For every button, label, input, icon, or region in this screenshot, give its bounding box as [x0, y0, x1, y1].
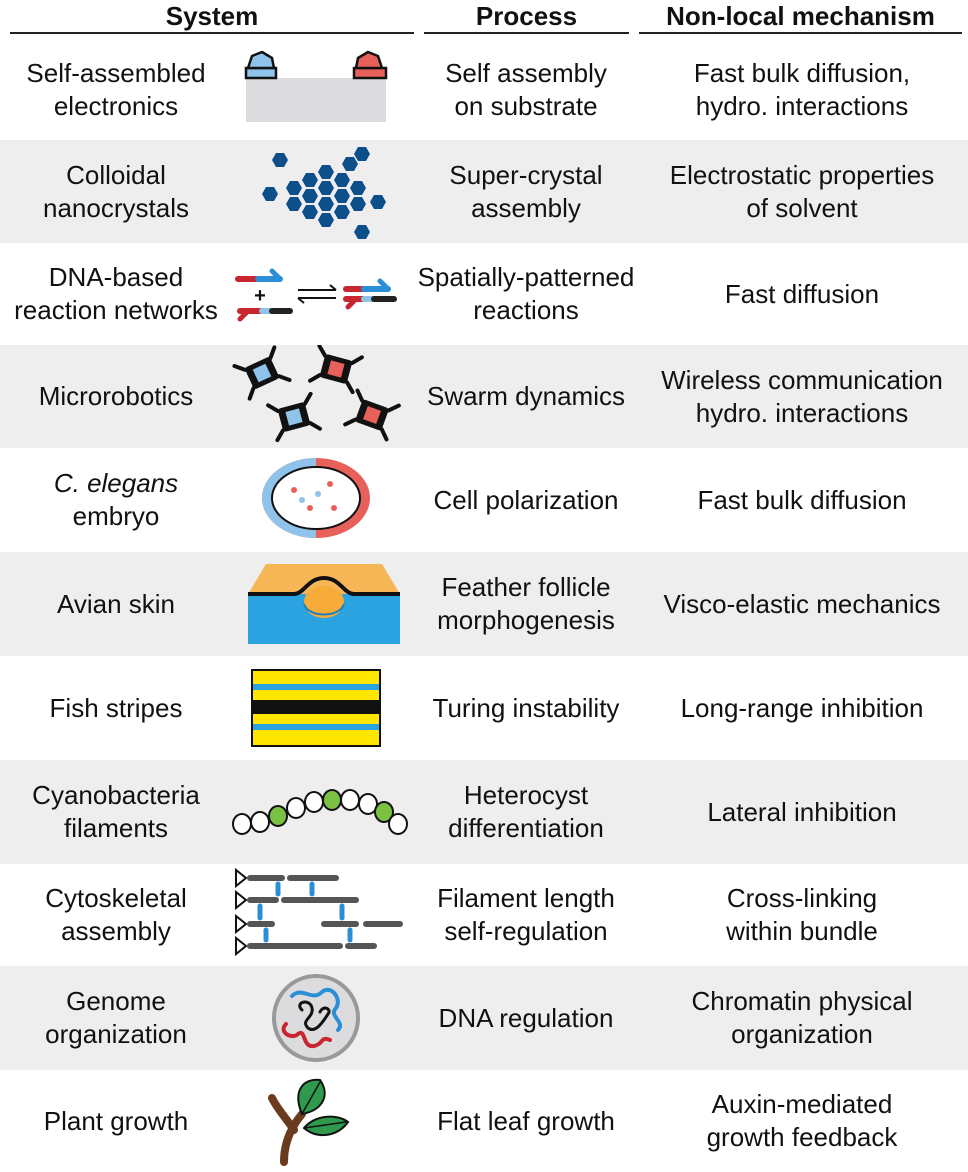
header-underline-mechanism: [639, 32, 962, 34]
table-row-plant-growth: Plant growth Flat leaf growth Auxin-medi…: [0, 1070, 968, 1172]
filament-bundle-icon: [232, 864, 416, 966]
self-assembly-substrate-icon: [232, 40, 416, 140]
process-cell: DNA regulation: [438, 1002, 614, 1033]
chromatin-nucleus-icon: [232, 966, 416, 1070]
stripe-pattern-icon: [232, 656, 416, 760]
process-cell: Turing instability: [432, 692, 620, 723]
svg-text:+: +: [254, 285, 266, 307]
process-cell: Swarm dynamics: [427, 381, 625, 411]
mechanism-cell: Long-range inhibition: [680, 692, 924, 723]
mechanism-cell: Lateral inhibition: [707, 796, 897, 827]
plant-leaf-icon: [232, 1070, 416, 1172]
process-cell: Flat leaf growth: [437, 1105, 615, 1136]
header-mechanism: Non-local mechanism: [666, 1, 935, 31]
mechanism-cell: Fast diffusion: [724, 278, 880, 309]
table-row-microrobotics: Microrobotics Swarm dynamics Wireless co…: [0, 345, 968, 448]
dna-strand-reaction-icon: +: [232, 243, 416, 345]
mechanism-cell: Fast bulk diffusion: [697, 484, 907, 515]
process-cell: Cell polarization: [433, 484, 619, 515]
system-cell: Plant growth: [43, 1105, 189, 1136]
header-underline-process: [424, 32, 629, 34]
system-cell: Fish stripes: [49, 692, 183, 723]
polarized-embryo-icon: [232, 448, 416, 552]
system-cell: Avian skin: [56, 588, 176, 619]
hexagon-nanocrystal-icon: [232, 140, 416, 243]
header-underline-system: [10, 32, 414, 34]
cell-filament-icon: [232, 760, 416, 864]
microrobot-swarm-icon: [232, 345, 416, 448]
mechanism-cell: Fast bulk diffusion,hydro. interactions: [693, 58, 911, 121]
table-row-fish-stripes: Fish stripes Turing instability Long-ran…: [0, 656, 968, 760]
header-process: Process: [475, 1, 578, 31]
system-cell: Microrobotics: [38, 381, 194, 411]
skin-follicle-icon: [232, 552, 416, 656]
mechanism-cell: Visco-elastic mechanics: [663, 588, 941, 619]
header-system: System: [165, 1, 259, 31]
